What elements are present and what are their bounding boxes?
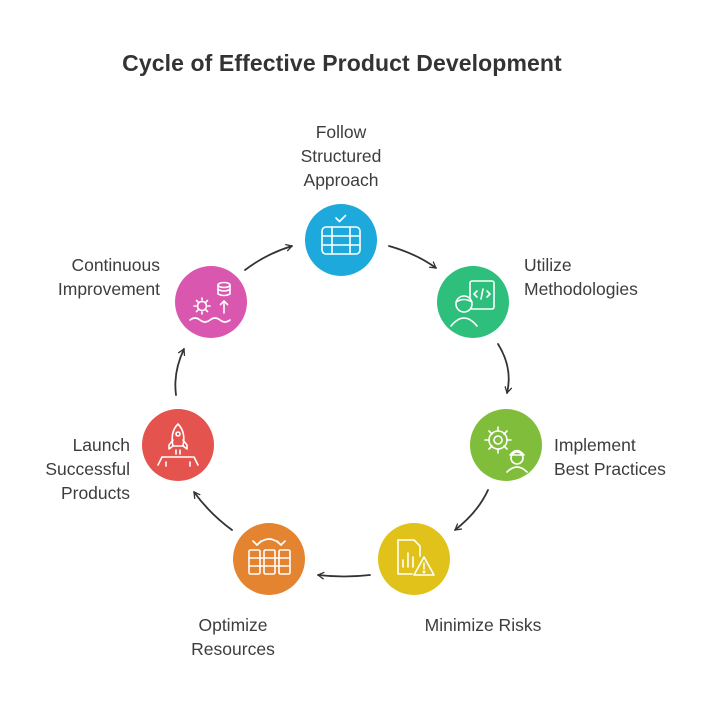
step-utilize-methodologies xyxy=(437,266,509,338)
step-7-label: Continuous Improvement xyxy=(57,255,160,299)
step-5-label: Optimize Resources xyxy=(191,615,275,659)
step-continuous-improvement xyxy=(175,266,247,338)
arrow-5-to-6 xyxy=(193,491,233,531)
step-5-circle xyxy=(233,523,305,595)
step-minimize-risks xyxy=(378,523,450,595)
step-2-circle xyxy=(437,266,509,338)
diagram-title-text: Cycle of Effective Product Development xyxy=(122,50,562,76)
report-warning-icon xyxy=(397,539,435,576)
step-follow-structured-approach xyxy=(305,204,377,276)
step-7-circle xyxy=(175,266,247,338)
step-4-circle xyxy=(378,523,450,595)
gear-engineer-icon xyxy=(484,426,528,473)
step-launch-successful-products xyxy=(142,409,214,481)
step-6-label: Launch Successful Products xyxy=(45,435,130,503)
step-optimize-resources xyxy=(233,523,305,595)
developer-code-icon xyxy=(450,280,495,327)
arrow-3-to-4 xyxy=(454,489,489,531)
database-check-icon xyxy=(321,214,361,255)
rocket-launch-icon xyxy=(157,423,199,467)
step-2-label: Utilize Methodologies xyxy=(524,255,638,299)
grid-transfer-icon xyxy=(248,538,291,575)
arrow-2-to-3 xyxy=(497,343,513,394)
diagram-title: Cycle of Effective Product Development xyxy=(0,50,708,77)
step-4-label: Minimize Risks xyxy=(424,615,542,635)
data-improvement-icon xyxy=(189,281,231,323)
arrow-4-to-5 xyxy=(317,571,371,580)
step-1-circle xyxy=(305,204,377,276)
arrow-1-to-2 xyxy=(388,245,437,269)
arrow-7-to-1 xyxy=(244,243,293,271)
step-3-label: Implement Best Practices xyxy=(554,435,666,479)
step-implement-best-practices xyxy=(470,409,542,481)
step-1-label: Follow Structured Approach xyxy=(300,122,382,190)
arrow-6-to-7 xyxy=(174,348,186,396)
step-6-circle xyxy=(142,409,214,481)
